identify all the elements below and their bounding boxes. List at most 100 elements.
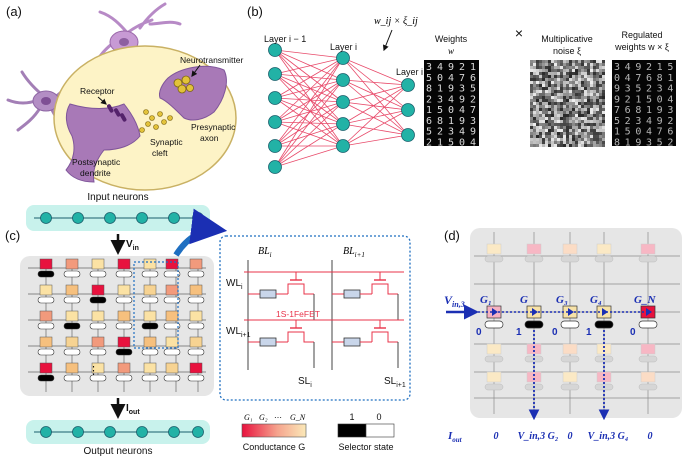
digit-glyph: 5: [426, 127, 432, 138]
digit-glyph: 4: [667, 94, 673, 105]
d-output-current: 0: [568, 431, 573, 442]
conductance-cell: [65, 310, 79, 322]
faded-cell: [640, 343, 656, 355]
zoomed-cell-box: BLi BLi+1 WLi WLi+1 SLi SLi+1 1S-1FeFET: [219, 235, 411, 401]
crossbar-cells: [28, 258, 206, 392]
bl-i1-label: BLi+1: [343, 246, 365, 259]
conductance-cell: [117, 310, 131, 322]
conductance-legend: G₁ G₂ ⋯ G_N Conductance G: [241, 413, 307, 452]
conductance-cell: [117, 258, 131, 270]
digit-glyph: 1: [625, 137, 631, 148]
sl-i-label: SLi: [298, 376, 312, 389]
digit-glyph: 3: [646, 137, 652, 148]
selector-cell: [37, 296, 55, 304]
faded-selector: [484, 383, 504, 391]
digit-glyph: 7: [614, 105, 620, 116]
digit-glyph: 5: [470, 84, 476, 95]
conductance-cell: [65, 258, 79, 270]
output-neuron: [168, 426, 180, 438]
d-selector-state-label: 0: [552, 327, 558, 338]
panel-d-letter: (d): [444, 228, 460, 243]
i-out-label: Iout: [126, 403, 140, 416]
digit-glyph: 6: [646, 73, 652, 84]
regulated-symbol: weights w × ξ: [614, 42, 669, 52]
layer-current-label: Layer i: [330, 42, 357, 52]
neuron-node: [268, 160, 282, 174]
digit-glyph: 5: [426, 73, 432, 84]
selector-cell: [89, 374, 107, 382]
selector-cell: [37, 322, 55, 330]
output-neuron: [136, 426, 148, 438]
conductance-cell: [189, 258, 203, 270]
noise-title: Multiplicative: [541, 34, 593, 44]
neuron-node: [401, 78, 415, 92]
neuron-node: [268, 43, 282, 57]
receptor-cluster: [107, 104, 127, 122]
digit-glyph: 1: [437, 84, 443, 95]
selector-cell: [141, 296, 159, 304]
conductance-cell: [143, 258, 157, 270]
digit-glyph: 4: [625, 62, 631, 73]
conductance-cell: [143, 284, 157, 296]
output-neuron: [104, 426, 116, 438]
digit-glyph: 4: [625, 73, 631, 84]
faded-cell: [640, 243, 656, 255]
digit-glyph: 0: [448, 105, 454, 116]
neuron-node: [336, 117, 350, 131]
faded-selector: [638, 355, 658, 363]
times-symbol: ×: [515, 25, 523, 41]
digit-glyph: 4: [470, 137, 476, 148]
digit-glyph: 4: [448, 73, 454, 84]
digit-glyph: 1: [470, 62, 476, 73]
neuron-node: [401, 128, 415, 142]
digit-glyph: 8: [437, 116, 443, 127]
digit-glyph: 2: [667, 137, 673, 148]
selector-0-label: 0: [376, 412, 381, 422]
conductance-cell: [189, 336, 203, 348]
digit-glyph: 6: [470, 73, 476, 84]
faded-selector: [484, 355, 504, 363]
selector-cell: [63, 348, 81, 356]
input-neuron: [168, 212, 180, 224]
selector-element: [259, 337, 277, 347]
digit-glyph: 1: [437, 137, 443, 148]
panel-b-letter: (b): [247, 4, 263, 19]
output-neuron: [72, 426, 84, 438]
selector-cell: [37, 374, 55, 382]
digit-glyph: 4: [667, 84, 673, 95]
digit-glyph: 6: [667, 127, 673, 138]
synaptic-cleft-label-1: Synaptic: [150, 137, 183, 147]
digit-glyph: 9: [448, 84, 454, 95]
digit-glyph: 2: [459, 62, 465, 73]
active-selector: [524, 320, 544, 329]
d-selector-state-label: 1: [586, 327, 592, 338]
presynaptic-label-1: Presynaptic: [191, 122, 236, 132]
panel-c: (c) Input neurons Vin ⋮ Iout Output neur…: [5, 192, 411, 457]
nn-neurons: [268, 43, 415, 174]
panel-b: (b) Layer i − 1 Layer i Layer i + 1 w_ij…: [247, 4, 676, 174]
conductance-cell: [165, 258, 179, 270]
digit-glyph: 9: [459, 116, 465, 127]
conductance-cell: [65, 284, 79, 296]
conductance-cell: [117, 284, 131, 296]
selector-legend-label: Selector state: [338, 442, 393, 452]
neuron-node: [268, 115, 282, 129]
digit-glyph: 1: [614, 127, 620, 138]
selector-cell: [63, 296, 81, 304]
conductance-cell: [165, 336, 179, 348]
wl-i1-label: WLi+1: [226, 326, 251, 339]
receptor-label: Receptor: [80, 86, 115, 96]
faded-cell: [562, 371, 578, 383]
digit-glyph: 3: [470, 116, 476, 127]
digit-glyph: 5: [667, 62, 673, 73]
d-conductance-label: G₃: [556, 294, 568, 306]
conductance-cell: [39, 362, 53, 374]
v-in3-label: Vin,3: [444, 293, 465, 309]
postsynaptic-dendrite: [65, 103, 141, 183]
vesicle-cluster: [173, 75, 194, 94]
input-neuron: [136, 212, 148, 224]
digit-glyph: 1: [667, 73, 673, 84]
digit-glyph: 0: [657, 94, 663, 105]
faded-selector: [638, 255, 658, 263]
